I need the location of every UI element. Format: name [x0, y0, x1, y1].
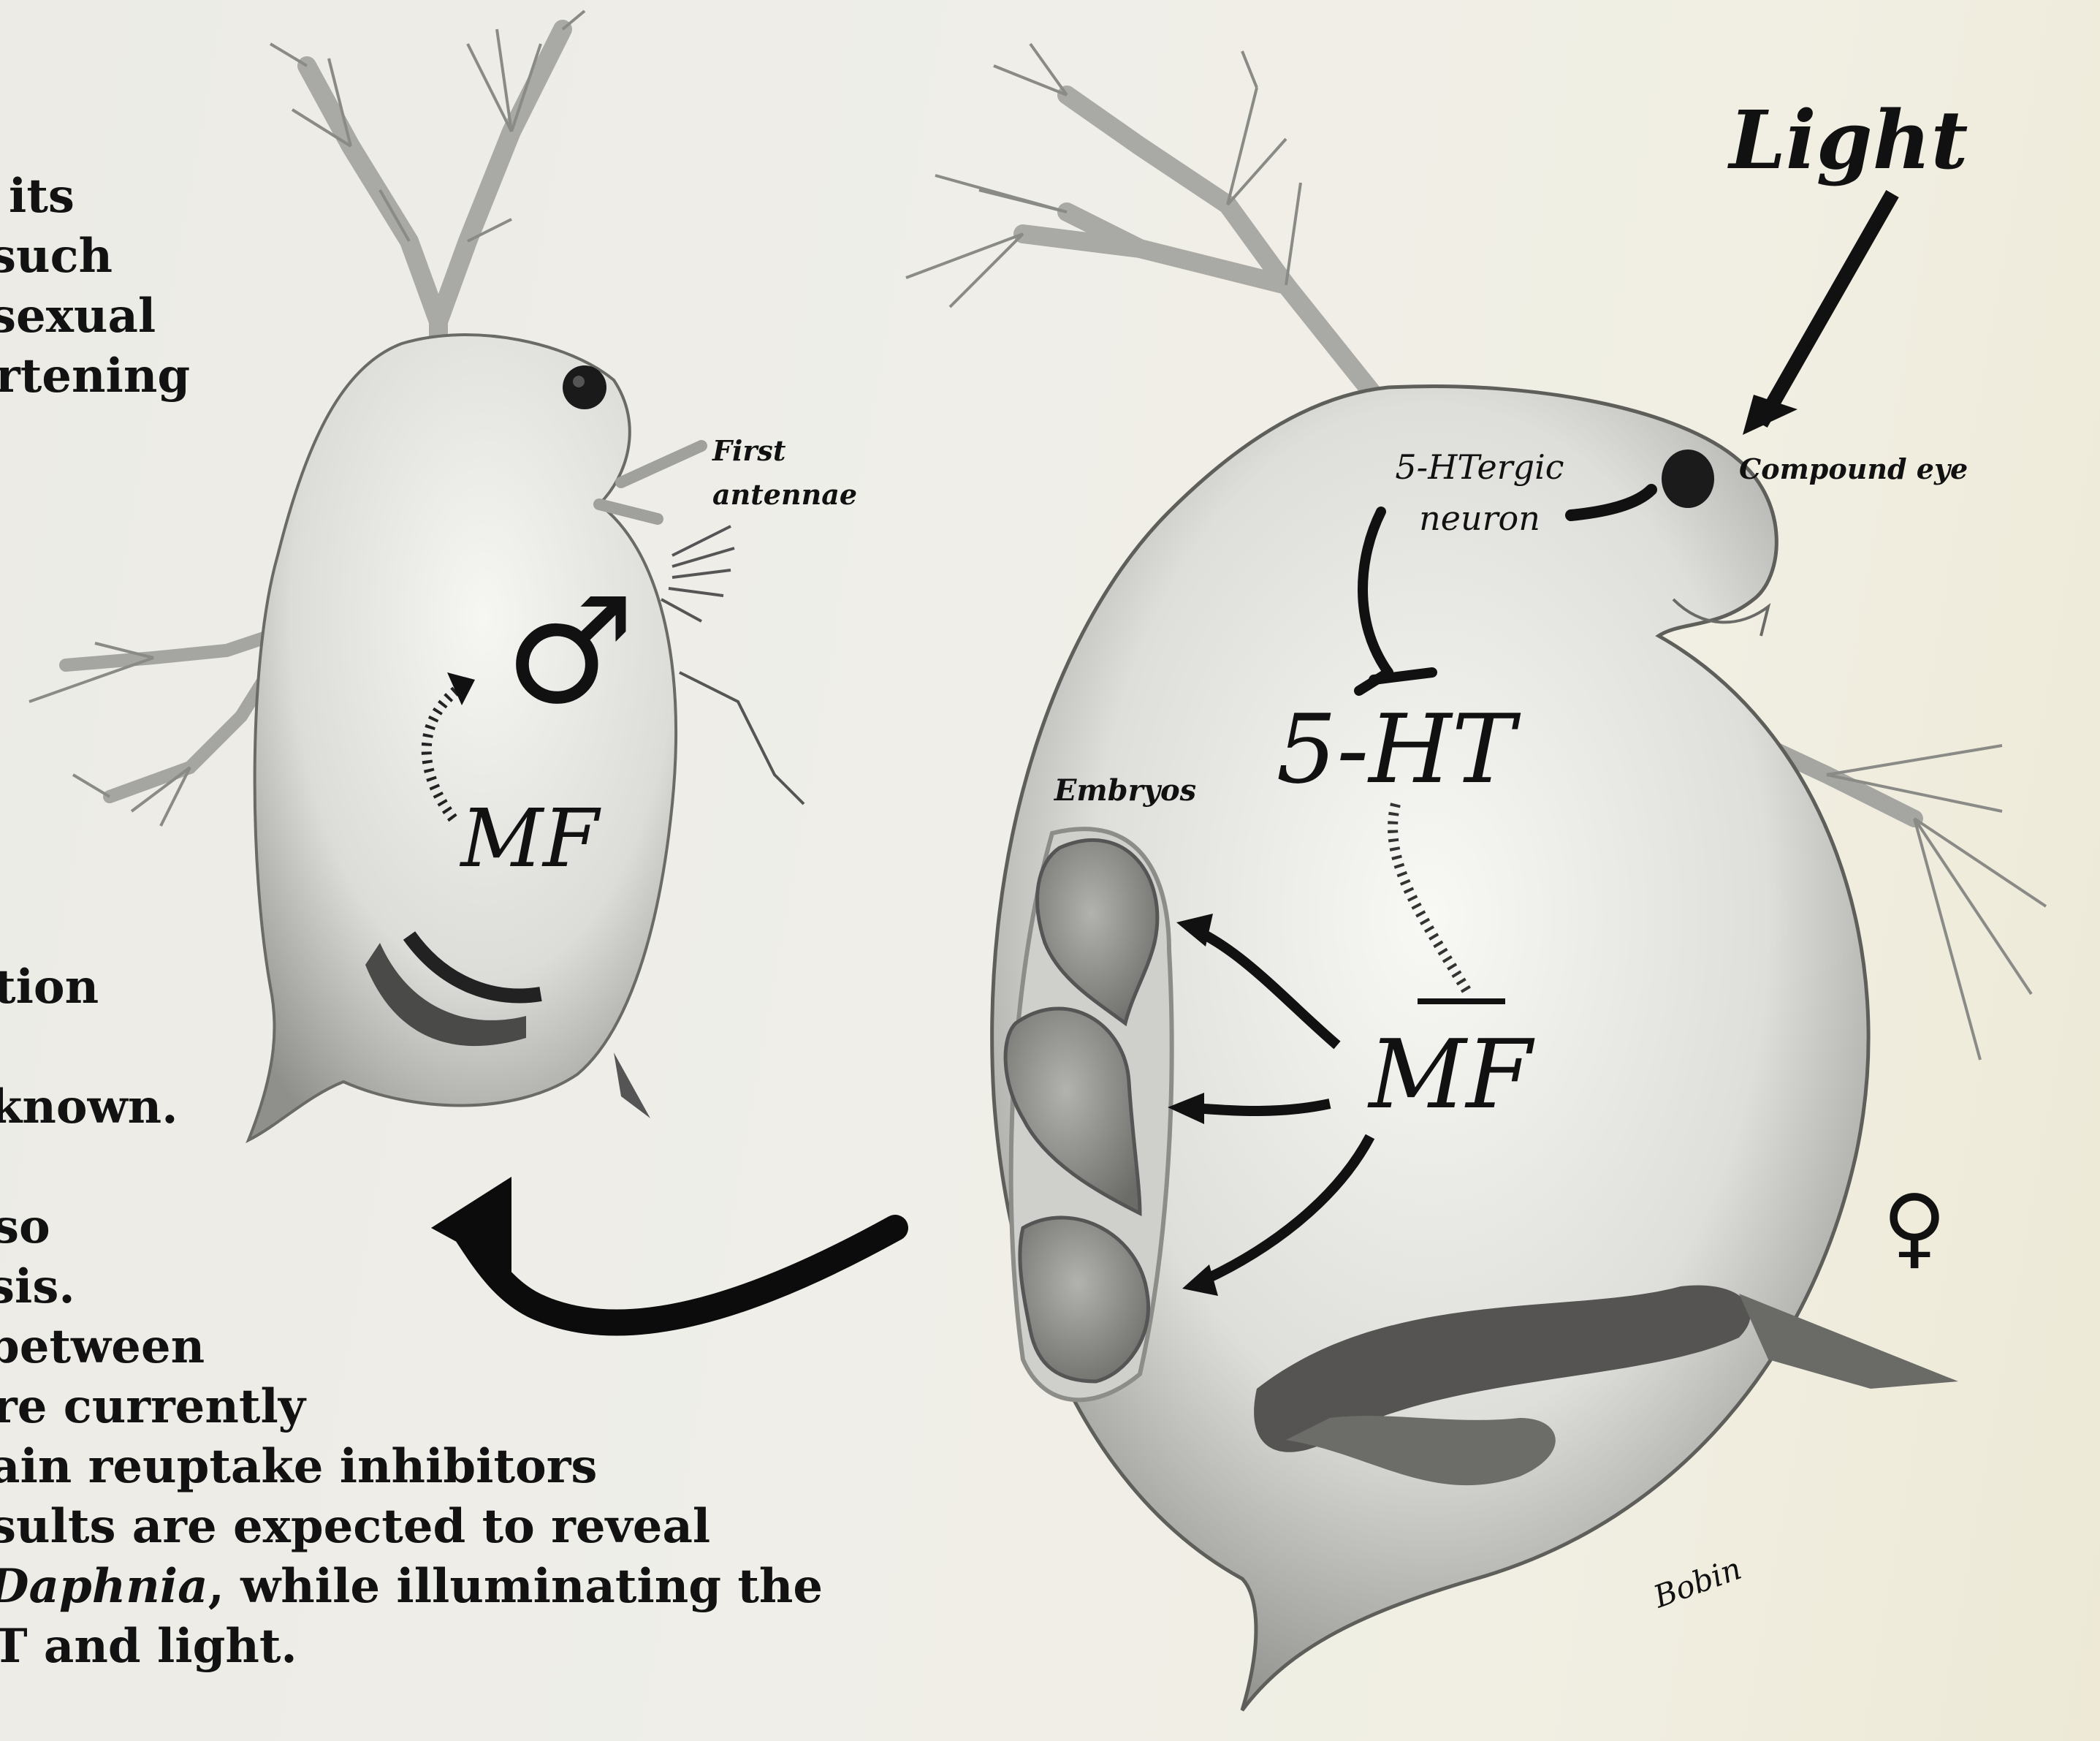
compound-eye-label: Compound eye [1739, 452, 1968, 485]
female-compound-eye [1662, 450, 1714, 508]
embryos-label: Embryos [1054, 773, 1196, 808]
male-symbol: ♂ [504, 566, 635, 737]
first-antennae-label-2: antennae [712, 478, 857, 511]
male-compound-eye [563, 365, 606, 409]
female-symbol: ♀ [1882, 1177, 1947, 1278]
mf-female-label: MF [1367, 1019, 1535, 1130]
first-antennae-label: First [712, 434, 786, 467]
mf-male-label: MF [460, 792, 602, 885]
artist-signature: Bobin [1648, 1550, 1746, 1615]
female-daphnia [906, 44, 2046, 1710]
male-daphnia [29, 11, 804, 1140]
neuron-label: 5-HTergic [1395, 447, 1564, 487]
serotonin-label: 5-HT [1277, 694, 1521, 805]
big-arrow [468, 1228, 895, 1323]
light-label: Light [1727, 93, 1968, 187]
neuron-label-2: neuron [1419, 498, 1540, 538]
